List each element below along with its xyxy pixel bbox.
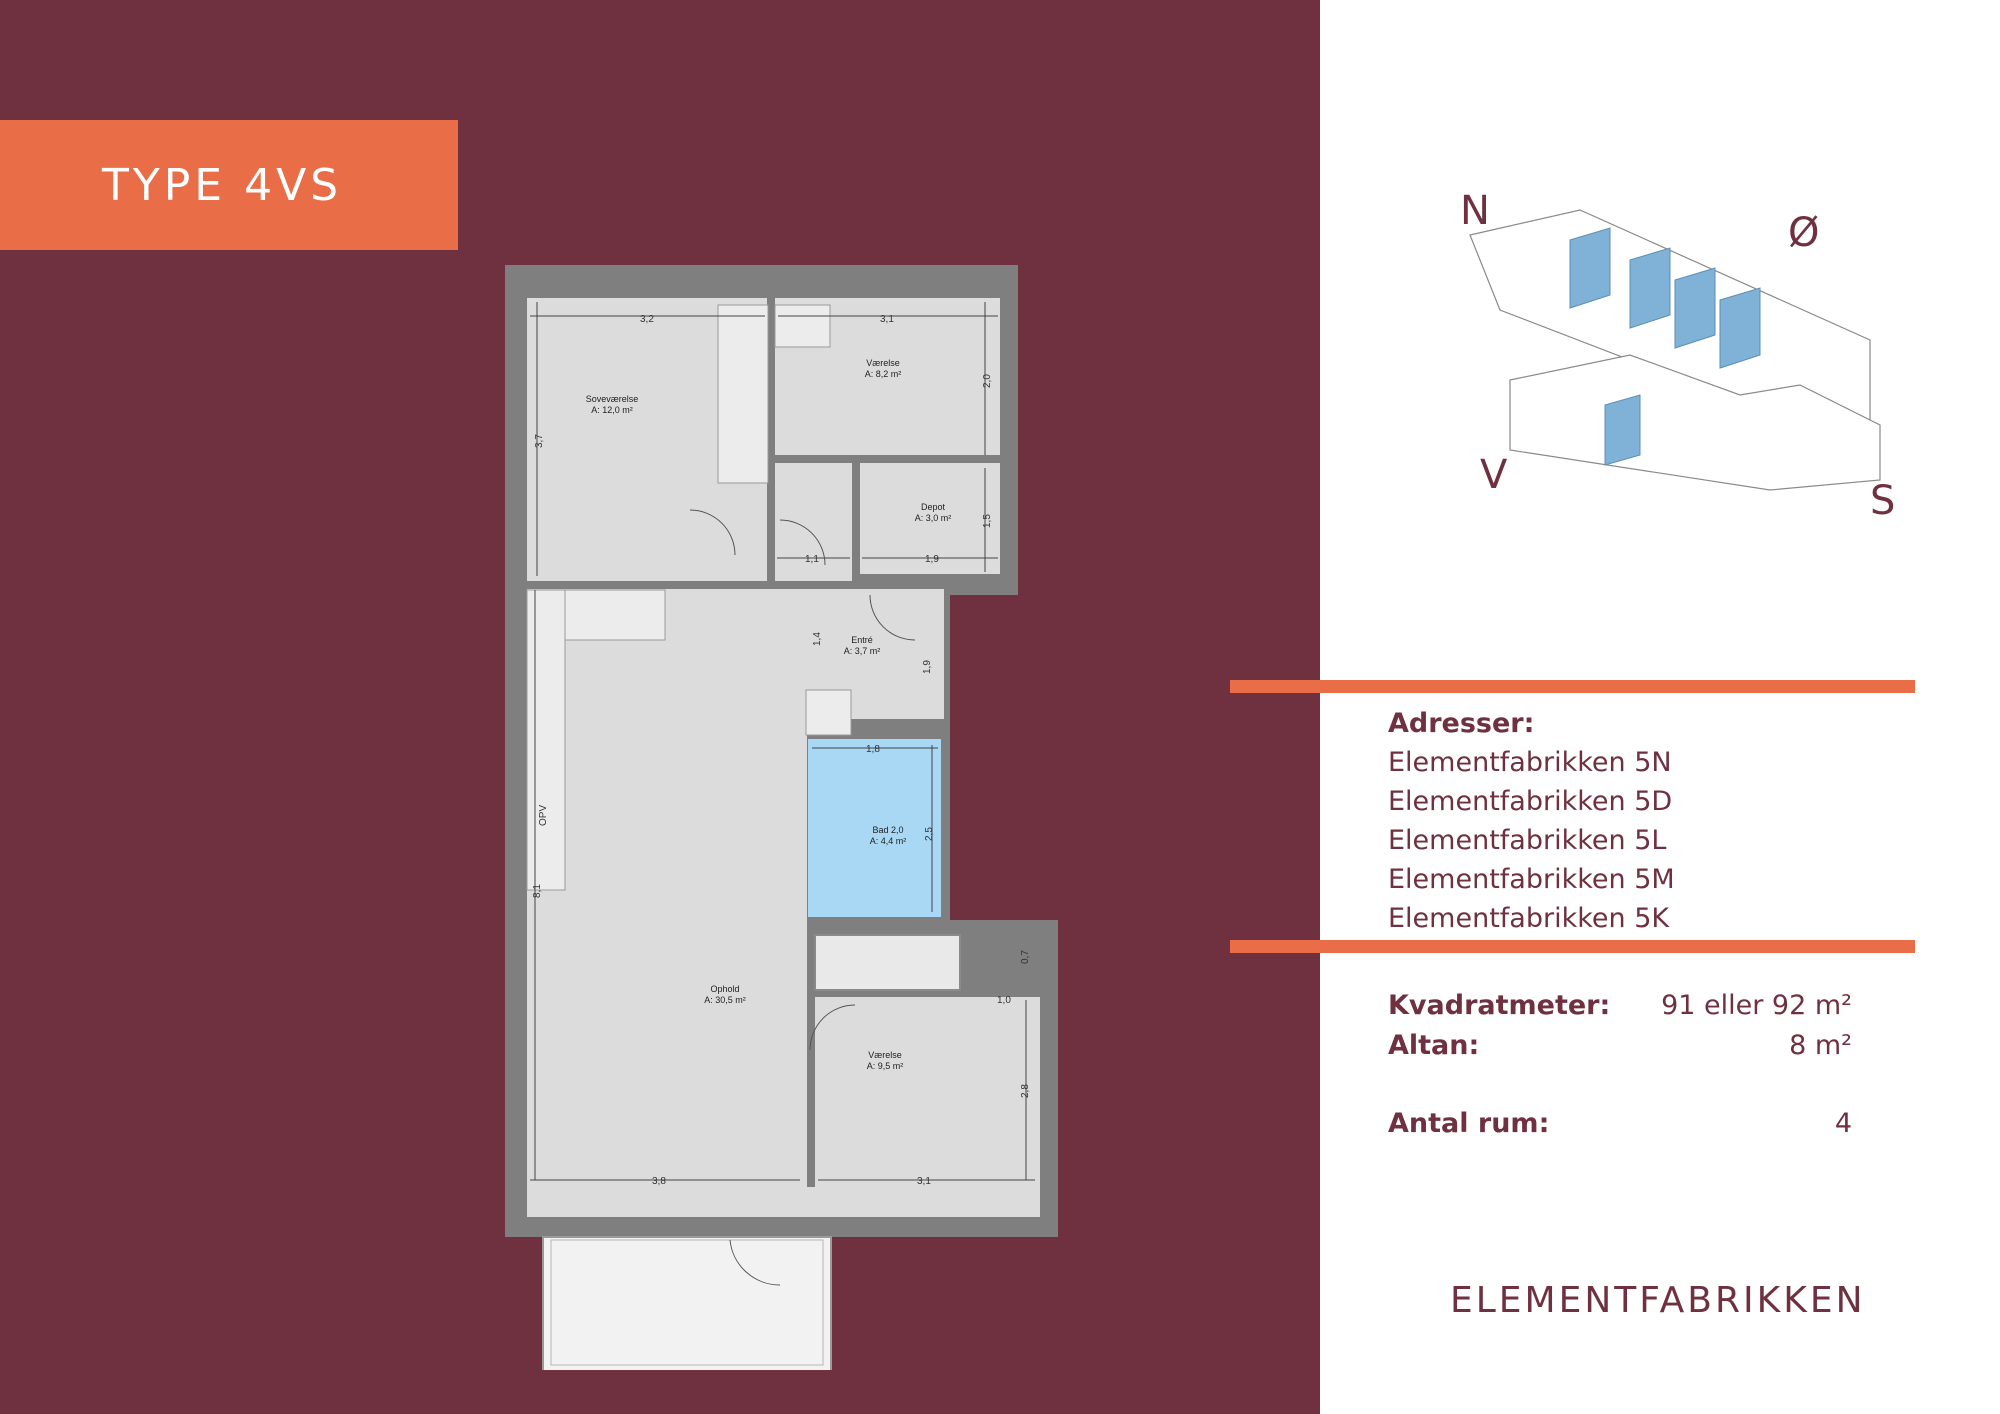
divider-top <box>1230 680 1915 693</box>
room-ophold-upper <box>527 719 807 1069</box>
room-area: A: 3,0 m² <box>915 513 952 523</box>
room-depot-hall <box>775 463 852 581</box>
dim-label: 2,5 <box>924 827 935 841</box>
room-name: Ophold <box>710 984 739 994</box>
balcony-value: 8 m² <box>1789 1030 1852 1061</box>
room-area: A: 3,7 m² <box>844 646 881 656</box>
dim-label: 1,9 <box>925 554 939 565</box>
dim-label: 1,0 <box>997 995 1011 1006</box>
entre-cabinet <box>805 689 852 736</box>
door-arc <box>809 1004 856 1051</box>
kitchen-counter-top <box>564 589 666 641</box>
room-name: Soveværelse <box>586 394 639 404</box>
dim-label: 1,4 <box>812 632 823 646</box>
door-arc <box>869 594 916 641</box>
building-isometric <box>1469 209 1881 491</box>
room-name: Bad 2,0 <box>872 825 903 835</box>
address-item: Elementfabrikken 5K <box>1388 903 1670 934</box>
compass-east: Ø <box>1788 210 1820 256</box>
room-area: A: 9,5 m² <box>867 1061 904 1071</box>
dim-label: 3,2 <box>640 314 654 325</box>
addresses-heading: Adresser: <box>1388 708 1535 739</box>
wardrobe <box>814 934 961 991</box>
compass-north: N <box>1460 188 1490 234</box>
balcony-rail <box>550 1239 824 1366</box>
rooms-value: 4 <box>1834 1108 1852 1139</box>
balcony-label: Altan: <box>1388 1030 1480 1061</box>
room-area: A: 12,0 m² <box>591 405 633 415</box>
area-value: 91 eller 92 m² <box>1661 990 1852 1021</box>
wardrobe-vaer <box>774 304 831 348</box>
kitchen-counter <box>526 589 566 891</box>
dim-label: 3,8 <box>652 1176 666 1187</box>
door-arc <box>779 519 826 566</box>
dim-label: 2,0 <box>982 374 993 388</box>
room-name: Depot <box>921 502 946 512</box>
address-item: Elementfabrikken 5L <box>1388 825 1667 856</box>
dim-label: 3,7 <box>534 434 545 448</box>
room-vaerelse-2 <box>815 997 1040 1187</box>
floor-plan: 3,2 3,1 3,7 2,0 1,5 1,1 1,9 1,4 1,9 1,8 … <box>505 265 1058 1370</box>
address-item: Elementfabrikken 5N <box>1388 747 1672 778</box>
door-arc <box>689 509 736 556</box>
dim-label: 1,5 <box>982 514 993 528</box>
room-depot <box>860 463 1000 574</box>
room-name: Værelse <box>868 1050 902 1060</box>
room-area: A: 30,5 m² <box>704 995 746 1005</box>
rooms-label: Antal rum: <box>1388 1108 1550 1139</box>
room-ophold-lower <box>527 1069 807 1187</box>
window-strip <box>527 1187 1040 1217</box>
divider-bottom <box>1230 940 1915 953</box>
dim-label: 0,7 <box>1020 950 1031 964</box>
brand-logo: ELEMENTFABRIKKEN <box>1450 1280 1866 1321</box>
wardrobe-sov <box>717 304 769 484</box>
room-bath <box>808 739 941 917</box>
type-label: TYPE 4VS <box>102 159 343 211</box>
dim-label: 2,8 <box>1020 1084 1031 1098</box>
type-banner: TYPE 4VS <box>0 120 458 250</box>
compass-west: V <box>1480 452 1508 498</box>
room-name: Værelse <box>866 358 900 368</box>
dim-label: 1,1 <box>805 554 819 565</box>
balcony <box>542 1236 832 1370</box>
door-arc <box>729 1239 781 1286</box>
dim-label: 3,1 <box>880 314 894 325</box>
room-name: Entré <box>851 635 873 645</box>
dim-label: 8,1 <box>532 884 543 898</box>
room-area: A: 4,4 m² <box>870 836 907 846</box>
compass-south: S <box>1870 478 1896 524</box>
dim-label: 1,9 <box>922 660 933 674</box>
dim-label: 1,8 <box>866 744 880 755</box>
right-panel <box>1320 0 2000 1414</box>
area-label: Kvadratmeter: <box>1388 990 1611 1021</box>
fixture-label: OPV <box>538 805 549 826</box>
address-item: Elementfabrikken 5M <box>1388 864 1675 895</box>
address-item: Elementfabrikken 5D <box>1388 786 1673 817</box>
room-area: A: 8,2 m² <box>865 369 902 379</box>
site-diagram: N Ø V S <box>1440 180 1910 540</box>
dim-label: 3,1 <box>917 1176 931 1187</box>
